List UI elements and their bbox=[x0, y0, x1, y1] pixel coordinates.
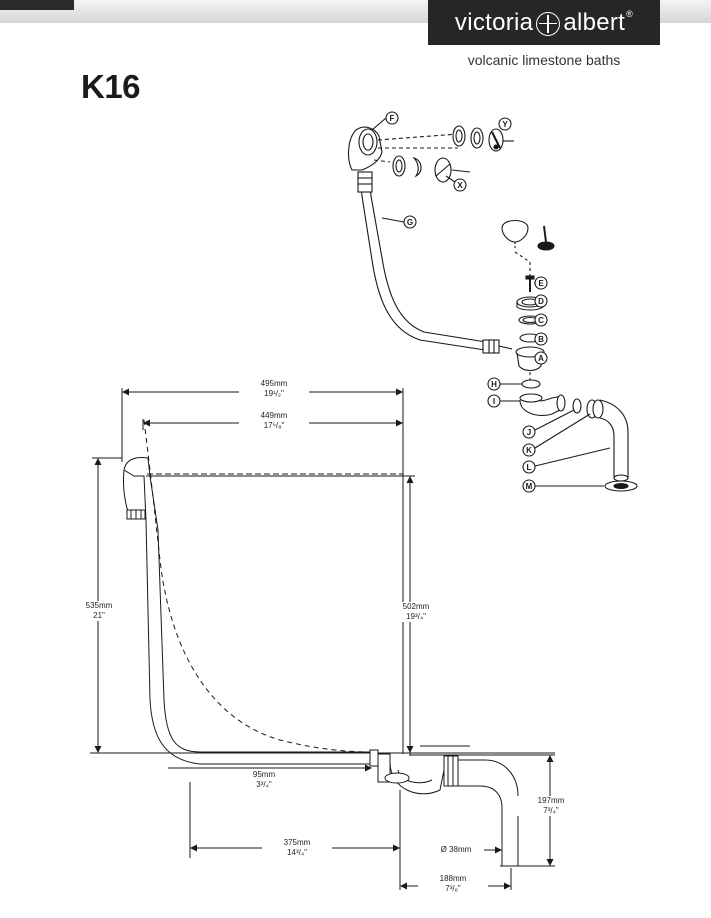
clip bbox=[412, 156, 422, 178]
dim-label-495: 495mm 19¹/₂" bbox=[239, 379, 309, 399]
part-label-i: I bbox=[493, 397, 495, 406]
washer-h bbox=[521, 379, 541, 389]
header-block bbox=[0, 0, 74, 10]
exploded-parts-view: F Y X G bbox=[347, 111, 638, 493]
part-label-c: C bbox=[538, 316, 544, 325]
part-label-l: L bbox=[527, 463, 532, 472]
part-label-g: G bbox=[407, 218, 413, 227]
washer-2 bbox=[470, 127, 484, 149]
dim-label-188: 188mm 7³/₈" bbox=[418, 874, 488, 894]
bath-profile bbox=[143, 419, 373, 753]
model-title: K16 bbox=[81, 68, 141, 105]
washer-j bbox=[572, 398, 582, 414]
dim-label-197: 197mm 7³/₄" bbox=[516, 796, 586, 816]
waste-plug bbox=[501, 219, 529, 243]
registered-mark: ® bbox=[626, 8, 634, 19]
washer-3 bbox=[392, 155, 406, 177]
part-label-b: B bbox=[538, 335, 544, 344]
part-label-d: D bbox=[538, 297, 544, 306]
brand-tagline: volcanic limestone baths bbox=[467, 52, 621, 68]
outlet-pipe bbox=[458, 759, 519, 866]
circled-plus-icon bbox=[536, 11, 561, 36]
part-label-k: K bbox=[526, 446, 532, 455]
dim-label-535: 535mm 21" bbox=[64, 601, 134, 621]
brand-logo: victoria albert ® bbox=[428, 0, 660, 45]
dim-label-502: 502mm 19³/₄" bbox=[381, 602, 451, 622]
part-label-a: A bbox=[538, 354, 544, 363]
brand-name-left: victoria bbox=[454, 8, 534, 36]
overflow-pipe bbox=[123, 457, 372, 753]
dim-label-95: 95mm 3³/₄" bbox=[229, 770, 299, 790]
part-label-e: E bbox=[538, 279, 544, 288]
dim-label-449: 449mm 17⁵/₈" bbox=[239, 411, 309, 431]
part-label-j: J bbox=[527, 428, 531, 437]
trap-nut bbox=[519, 393, 543, 403]
dim-label-375: 375mm 14³/₄" bbox=[262, 838, 332, 858]
part-label-h: H bbox=[491, 380, 497, 389]
part-label-f: F bbox=[390, 114, 395, 123]
dim-label-38: Ø 38mm bbox=[428, 845, 484, 855]
outlet-pipe-l bbox=[599, 399, 629, 478]
overflow-hose bbox=[359, 175, 486, 351]
part-label-m: M bbox=[526, 482, 533, 491]
part-label-x: X bbox=[457, 181, 463, 190]
plug-stud bbox=[537, 241, 555, 251]
brand-name-right: albert bbox=[563, 8, 626, 36]
part-label-y: Y bbox=[502, 120, 508, 129]
washer-1 bbox=[452, 125, 466, 147]
overflow-face bbox=[358, 128, 378, 156]
assembled-elevation-view bbox=[90, 388, 555, 890]
